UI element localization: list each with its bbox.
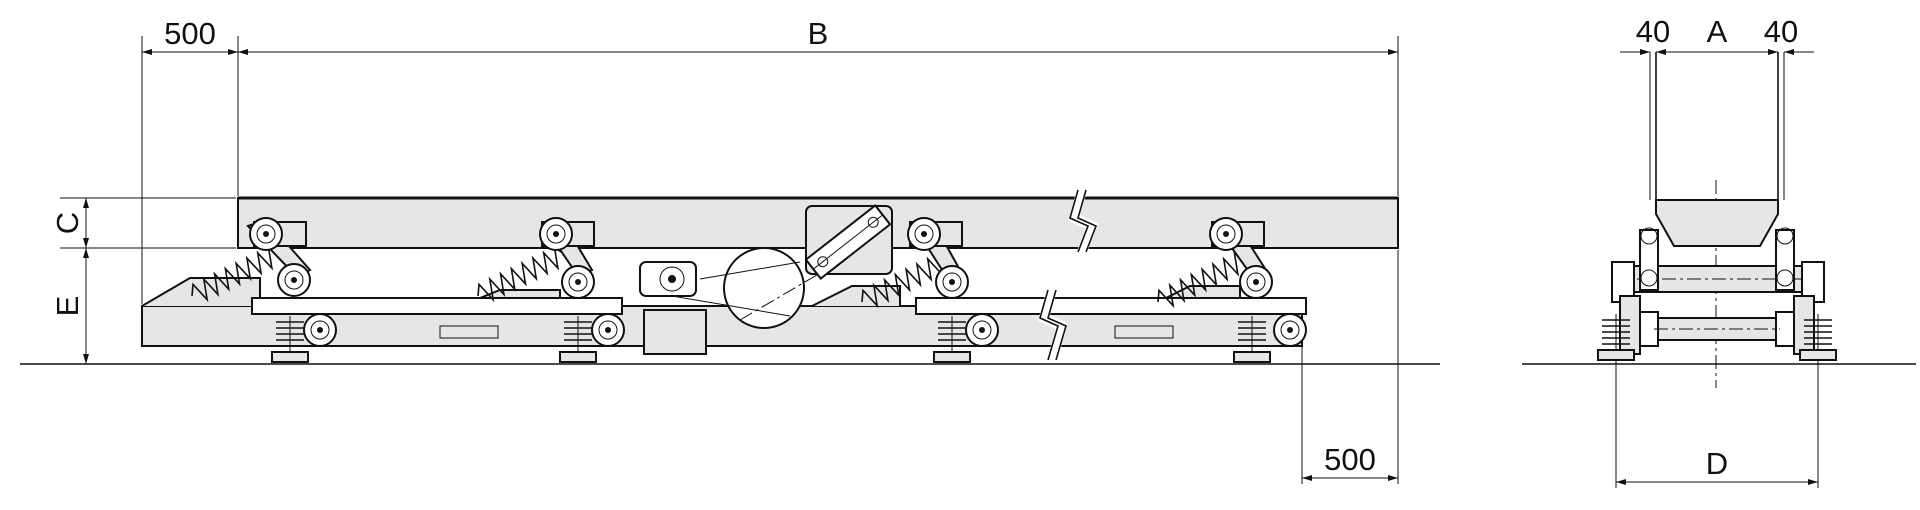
linkage-4	[1152, 217, 1307, 363]
rail-left	[251, 297, 623, 315]
dim-trough-width: A	[1707, 14, 1728, 49]
flywheel-icon	[671, 237, 881, 329]
break-line-icon	[1037, 188, 1099, 362]
linkage-2	[472, 217, 625, 363]
trough-section	[1655, 199, 1779, 247]
drive-base	[643, 309, 707, 355]
end-view: 40 A 40 D	[1522, 14, 1916, 488]
dim-frame-height: E	[50, 296, 85, 317]
dim-length: B	[808, 16, 829, 51]
dim-base-width: D	[1706, 446, 1728, 481]
dim-trough-height: C	[50, 212, 85, 234]
linkage-1	[186, 217, 337, 363]
linkage-3	[856, 217, 999, 363]
side-view: 500 B C E 500	[20, 16, 1440, 484]
rail-right	[915, 297, 1307, 315]
dim-side-clearance-left: 40	[1636, 14, 1670, 49]
dim-side-clearance-right: 40	[1764, 14, 1798, 49]
drive-motor-icon	[639, 261, 697, 297]
dim-outlet-offset: 500	[1324, 442, 1376, 477]
dim-inlet-offset: 500	[164, 16, 216, 51]
